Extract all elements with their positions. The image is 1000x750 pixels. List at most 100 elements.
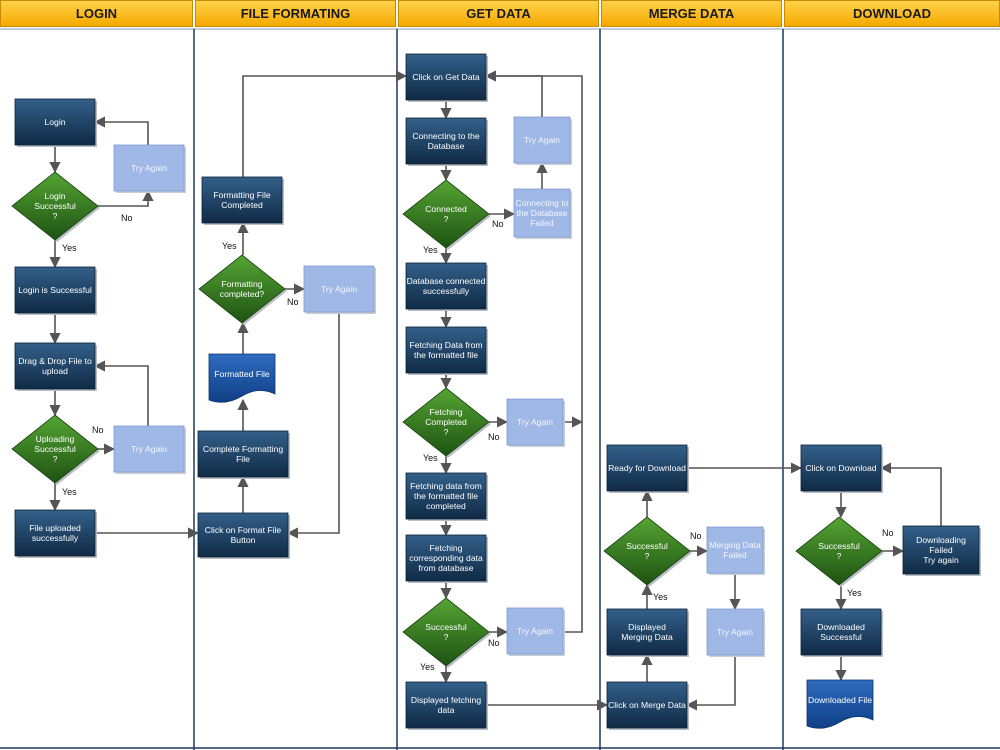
merge-successful-q-decision: Successful? xyxy=(603,516,692,587)
merge-try-again-node: Try Again xyxy=(706,608,765,657)
edge-label-yes: Yes xyxy=(423,453,438,463)
download-successful-q-label: Successful? xyxy=(818,541,860,561)
lane-header-login: LOGIN xyxy=(0,0,193,27)
edge-label-no: No xyxy=(488,638,500,648)
edge-mtry-back xyxy=(685,655,736,711)
login-label: Login xyxy=(44,117,65,127)
fetch-try-again-label: Try Again xyxy=(517,417,553,427)
getdata-try-again-label: Try Again xyxy=(517,626,553,636)
format-try-again-node: Try Again xyxy=(303,265,376,314)
getdata-try-again-node: Try Again xyxy=(506,607,565,656)
lane-header-get-data: GET DATA xyxy=(398,0,599,27)
edge-format-try-back xyxy=(286,312,340,539)
upload-try-again-node: Try Again xyxy=(113,425,186,474)
lane-header-merge-data: MERGE DATA xyxy=(601,0,782,27)
edge-formatted-to-getdata xyxy=(242,70,408,177)
edge-label-yes: Yes xyxy=(222,241,237,251)
edge-label-yes: Yes xyxy=(62,487,77,497)
lane-header-file-formatting: FILE FORMATING xyxy=(195,0,396,27)
click-get-data-node: Click on Get Data xyxy=(405,53,488,102)
downloaded-file-label: Downloaded File xyxy=(808,695,872,705)
lane-header-download: DOWNLOAD xyxy=(784,0,1000,27)
login-node: Login xyxy=(14,98,97,147)
connected-q-label: Connected? xyxy=(425,204,467,224)
edge-label-yes: Yes xyxy=(847,588,862,598)
edge-label-no: No xyxy=(121,213,133,223)
edge-label-no: No xyxy=(92,425,104,435)
merge-successful-q-label: Successful? xyxy=(626,541,668,561)
formatted-file-label: Formatted File xyxy=(214,369,270,379)
downloaded-file-document: Downloaded File xyxy=(806,679,874,729)
edge-upload-try-back xyxy=(93,360,149,426)
edge-label-no: No xyxy=(690,531,702,541)
edge-label-no: No xyxy=(287,297,299,307)
upload-try-again-label: Try Again xyxy=(131,444,167,454)
formatted-file-document: Formatted File xyxy=(208,353,276,403)
click-download-node: Click on Download xyxy=(800,444,883,493)
click-download-label: Click on Download xyxy=(805,463,876,473)
getdata-successful-q-decision: Successful? xyxy=(402,597,491,668)
click-get-data-label: Click on Get Data xyxy=(412,72,480,82)
download-successful-q-decision: Successful? xyxy=(795,516,884,587)
click-merge-label: Click on Merge Data xyxy=(608,700,686,710)
edge-login-try-back xyxy=(93,116,149,145)
connected-q-decision: Connected? xyxy=(402,179,491,250)
edge-label-yes: Yes xyxy=(653,592,668,602)
edge-label-yes: Yes xyxy=(423,245,438,255)
merge-try-again-label: Try Again xyxy=(717,627,753,637)
getdata-successful-q-label: Successful? xyxy=(425,622,467,642)
login-try-again-label: Try Again xyxy=(131,163,167,173)
db-try-again-label: Try Again xyxy=(524,135,560,145)
login-is-successful-label: Login is Successful xyxy=(18,285,92,295)
edge-dfail-back xyxy=(879,462,942,526)
edge-login-no xyxy=(98,189,154,207)
format-try-again-label: Try Again xyxy=(321,284,357,294)
edge-dbtry-back xyxy=(484,70,543,117)
edge-label-no: No xyxy=(488,432,500,442)
ready-download-label: Ready for Download xyxy=(608,463,686,473)
edge-label-yes: Yes xyxy=(62,243,77,253)
login-is-successful-node: Login is Successful xyxy=(14,266,97,315)
edge-label-yes: Yes xyxy=(420,662,435,672)
click-merge-node: Click on Merge Data xyxy=(606,681,689,730)
ready-download-node: Ready for Download xyxy=(606,444,689,493)
login-try-again-node: Try Again xyxy=(113,144,186,193)
